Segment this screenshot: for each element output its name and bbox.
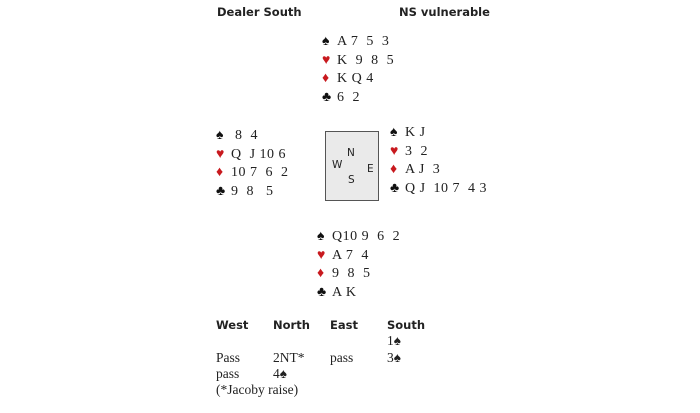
auction-bid: pass [330, 349, 354, 365]
club-icon: ♣ [216, 184, 226, 200]
diamond-icon: ♦ [216, 165, 224, 181]
diamond-icon: ♦ [322, 71, 330, 87]
west-hearts: Q J 10 6 [231, 146, 287, 162]
compass-south: S [348, 174, 355, 186]
south-spades: Q10 9 6 2 [332, 229, 401, 244]
heart-icon: ♥ [322, 52, 331, 68]
auction-bid: 4♠ [273, 366, 287, 381]
north-hearts: K 9 8 5 [337, 52, 395, 68]
west-spades: 8 4 [231, 128, 258, 143]
auction-bid: 1♠ [387, 333, 401, 348]
auction-header-north: North [273, 318, 310, 332]
club-icon: ♣ [390, 181, 400, 197]
auction-header-south: South [387, 318, 426, 332]
north-hand: ♠ A 7 5 3 ♥ K 9 8 5 ♦ K Q 4 ♣ 6 2 [322, 33, 394, 108]
auction-header-east: East [330, 318, 358, 332]
east-diamonds: A J 3 [405, 162, 441, 178]
diamond-icon: ♦ [390, 162, 398, 178]
south-clubs: A K [332, 285, 357, 301]
auction-bid: Pass [216, 349, 241, 365]
compass-north: N [347, 147, 355, 159]
club-icon: ♣ [317, 285, 327, 301]
east-hearts: 3 2 [405, 143, 428, 159]
compass-east: E [367, 163, 374, 175]
south-hand: ♠ Q10 9 6 2 ♥ A 7 4 ♦ 9 8 5 ♣ A K [317, 228, 400, 303]
north-clubs: 6 2 [337, 90, 360, 106]
vulnerability-label: NS vulnerable [399, 5, 490, 19]
dealer-label: Dealer South [217, 5, 302, 19]
auction-note: (*Jacoby raise) [216, 382, 299, 397]
compass-table: N W E S [325, 131, 379, 201]
compass-west: W [332, 159, 343, 171]
east-clubs: Q J 10 7 4 3 [405, 181, 488, 197]
spade-icon: ♠ [390, 125, 398, 140]
auction-bid: 2NT* [273, 349, 305, 365]
north-spades: A 7 5 3 [337, 34, 390, 49]
heart-icon: ♥ [390, 143, 399, 159]
spade-icon: ♠ [216, 128, 224, 143]
west-diamonds: 10 7 6 2 [231, 165, 289, 181]
auction-header-west: West [216, 318, 249, 332]
diamond-icon: ♦ [317, 266, 325, 282]
south-hearts: A 7 4 [332, 247, 369, 263]
east-spades: K J [405, 125, 426, 140]
spade-icon: ♠ [322, 34, 330, 49]
north-diamonds: K Q 4 [337, 71, 374, 87]
auction-bid: pass [216, 366, 240, 381]
west-clubs: 9 8 5 [231, 184, 274, 200]
spade-icon: ♠ [317, 229, 325, 244]
east-hand: ♠ K J ♥ 3 2 ♦ A J 3 ♣ Q J 10 7 4 3 [390, 124, 487, 199]
heart-icon: ♥ [317, 247, 326, 263]
south-diamonds: 9 8 5 [332, 266, 371, 282]
auction-bid: 3♠ [387, 349, 401, 365]
heart-icon: ♥ [216, 146, 225, 162]
club-icon: ♣ [322, 90, 332, 106]
west-hand: ♠ 8 4 ♥ Q J 10 6 ♦ 10 7 6 2 ♣ 9 8 5 [216, 127, 289, 202]
